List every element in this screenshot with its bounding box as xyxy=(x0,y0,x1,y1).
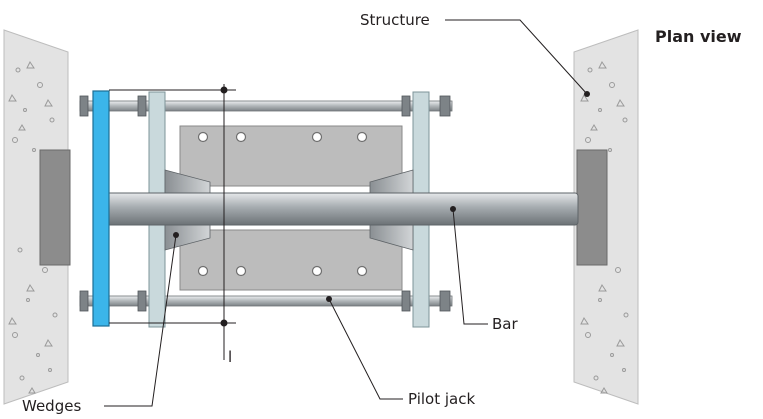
wedges-leader-dot xyxy=(173,232,179,238)
bar xyxy=(93,192,579,226)
pilot-jack-leader-line xyxy=(328,298,403,400)
dimension-lines xyxy=(109,84,236,360)
right-bearing-plate xyxy=(576,149,608,266)
wedges-leader-line xyxy=(104,234,177,407)
wedges-label: Wedges xyxy=(22,397,81,415)
upper-tie-rod xyxy=(79,100,453,112)
structure-label: Structure xyxy=(360,11,430,29)
tie-rod-nuts xyxy=(79,95,451,312)
left-structure-wall xyxy=(3,29,69,405)
pilot-jack xyxy=(179,125,403,291)
pilot-jack-leader-dot xyxy=(326,296,332,302)
plan-view-title: Plan view xyxy=(655,27,742,46)
structure-leader-line xyxy=(445,19,588,95)
bar-label: Bar xyxy=(492,315,518,333)
anchor-plate xyxy=(92,90,110,327)
bar-leader-dot xyxy=(450,206,456,212)
pilot-jack-label: Pilot jack xyxy=(408,390,475,408)
left-bearing-plate xyxy=(39,149,71,266)
dimension-label: l xyxy=(228,348,232,366)
lower-tie-rod xyxy=(79,295,453,307)
structure-leader-dot xyxy=(584,91,590,97)
bar-leader-line xyxy=(452,208,488,325)
